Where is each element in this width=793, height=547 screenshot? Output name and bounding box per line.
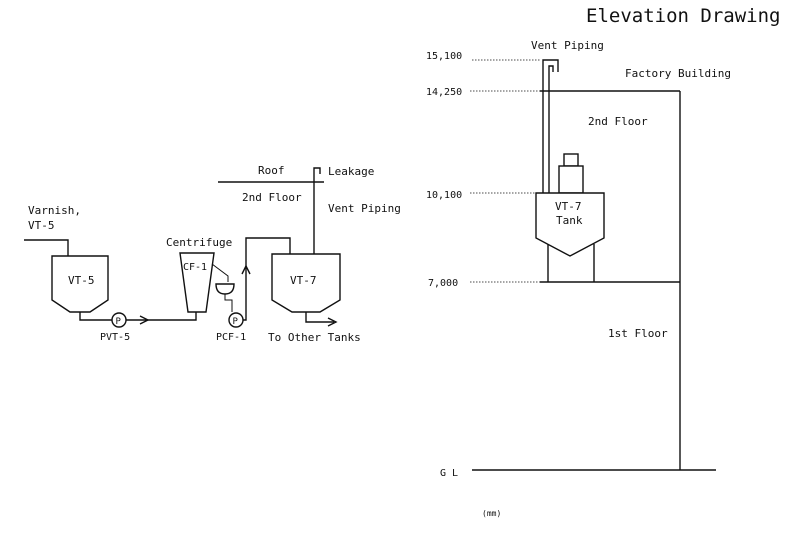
elevation-vent-piping-label: Vent Piping xyxy=(531,39,604,52)
pcf1-pump-symbol: P xyxy=(233,317,239,327)
vt5-tank xyxy=(51,255,109,313)
vt7-elevation-tank xyxy=(535,192,605,257)
vt7-label: VT-7 xyxy=(290,274,317,287)
varnish-inlet-pipe xyxy=(24,239,69,256)
tank-label-line1: VT-7 xyxy=(555,200,582,213)
level-14250: 14,250 xyxy=(426,87,462,98)
flow-arrow-1 xyxy=(139,315,150,325)
factory-building-label: Factory Building xyxy=(625,67,731,80)
flow-vent-piping-label: Vent Piping xyxy=(328,202,401,215)
vt7-tank xyxy=(271,253,341,313)
unit-label: (mm) xyxy=(482,509,501,518)
vt7-outlet-pipe xyxy=(305,312,334,323)
elevation-vent-pipe-inner xyxy=(548,65,554,194)
level-15100: 15,100 xyxy=(426,51,462,62)
to-other-tanks-label: To Other Tanks xyxy=(268,331,361,344)
first-floor-label: 1st Floor xyxy=(608,327,668,340)
cf1-outlet-line xyxy=(211,263,229,282)
cf1-drain-line xyxy=(224,294,233,312)
process-flow-diagram: Varnish, VT-5 VT-5 P PVT-5 Centrifuge CF… xyxy=(24,164,401,344)
pvt5-discharge-pipe xyxy=(126,312,197,321)
vt5-label: VT-5 xyxy=(68,274,95,287)
varnish-label-line1: Varnish, xyxy=(28,204,81,217)
cf1-receiver-bowl xyxy=(215,283,235,295)
level-7000: 7,000 xyxy=(428,278,458,289)
roof-label: Roof xyxy=(258,164,285,177)
pcf1-label: PCF-1 xyxy=(216,332,246,343)
flow-arrow-3 xyxy=(327,317,338,327)
cf1-label: CF-1 xyxy=(183,262,207,273)
elevation-second-floor-label: 2nd Floor xyxy=(588,115,648,128)
elevation-drawing: Elevation Drawing 15,100 14,250 10,100 7… xyxy=(426,5,780,518)
pcf1-discharge-pipe xyxy=(243,237,291,321)
vt5-outlet-pipe xyxy=(79,312,112,321)
vt7-vent-pipe xyxy=(313,167,321,254)
tank-motor-top xyxy=(563,153,579,167)
level-10100: 10,100 xyxy=(426,190,462,201)
centrifuge-label: Centrifuge xyxy=(166,236,232,249)
cf1-centrifuge xyxy=(179,252,215,313)
leakage-label: Leakage xyxy=(328,165,374,178)
elevation-vent-pipe xyxy=(542,59,559,194)
varnish-label-line2: VT-5 xyxy=(28,219,55,232)
tank-label-line2: Tank xyxy=(556,214,583,227)
pvt5-label: PVT-5 xyxy=(100,332,130,343)
flow-second-floor-label: 2nd Floor xyxy=(242,191,302,204)
tank-motor xyxy=(558,165,584,194)
flow-arrow-2 xyxy=(241,264,251,275)
pvt5-pump-symbol: P xyxy=(116,317,122,327)
level-gl: G L xyxy=(440,468,458,479)
elevation-title: Elevation Drawing xyxy=(586,5,780,27)
